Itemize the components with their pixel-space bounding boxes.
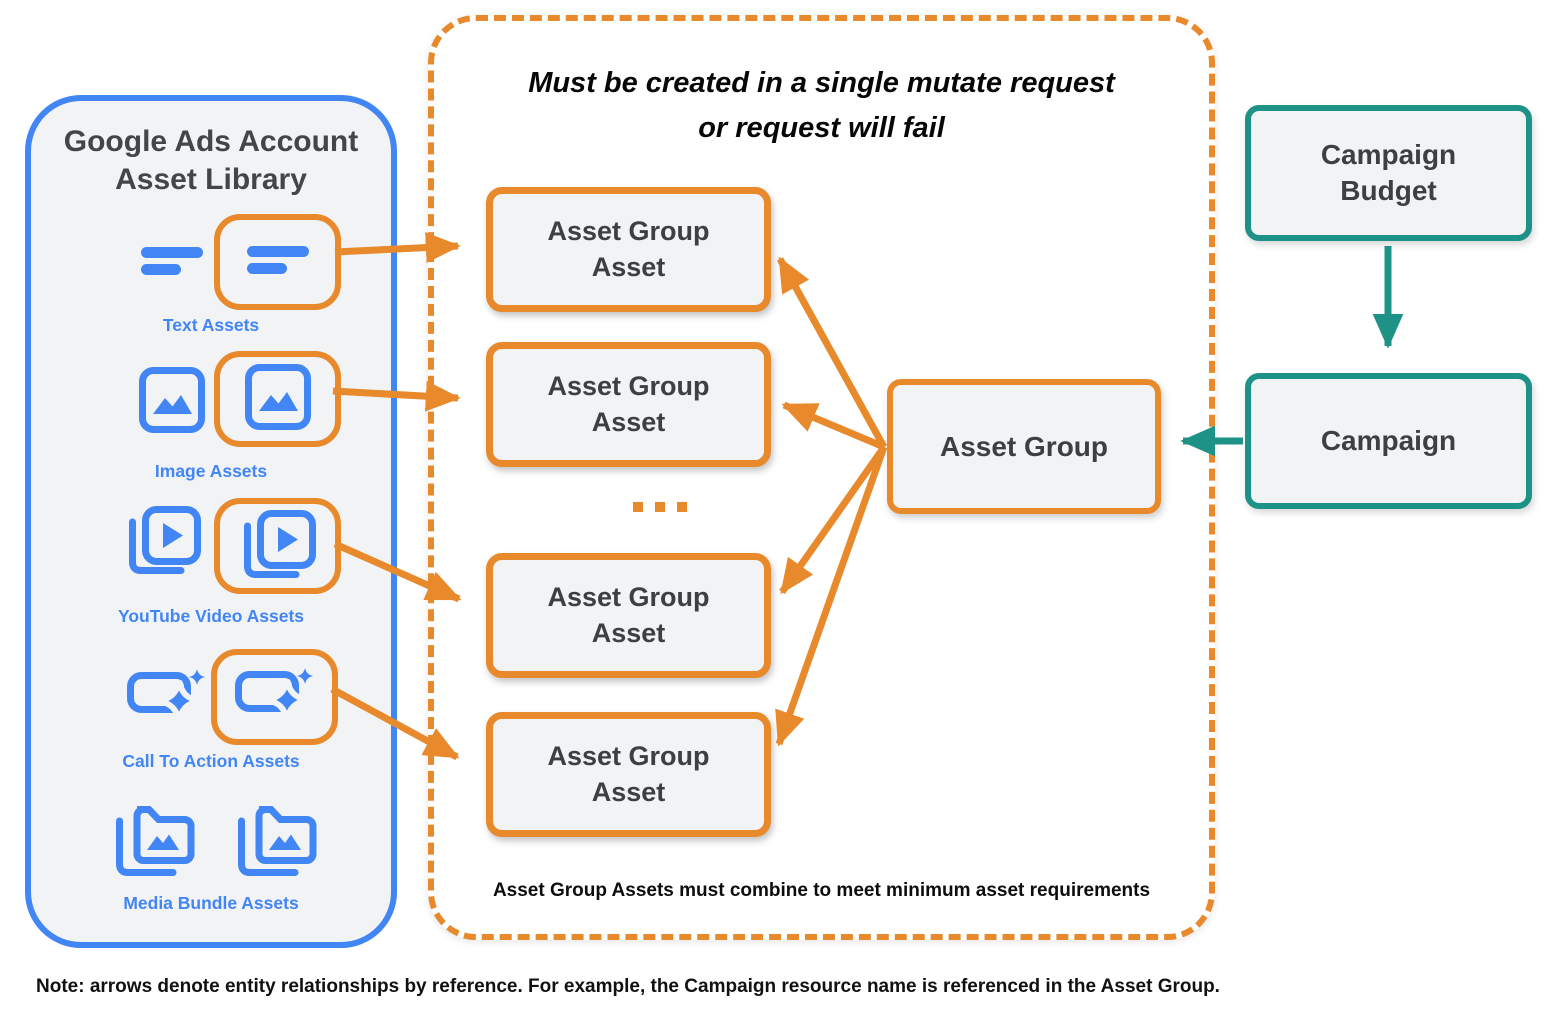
asset-group-asset-box: Asset Group Asset — [486, 553, 771, 678]
note-text: Note: arrows denote entity relationships… — [36, 976, 1220, 997]
text-asset-icon — [246, 245, 309, 279]
media-bundle-asset-icon — [111, 795, 199, 877]
youtube-video-asset-icon — [240, 510, 316, 583]
text-asset-selected-outline — [214, 214, 341, 310]
mutate-request-group: Must be created in a single mutate reque… — [428, 15, 1215, 940]
asset-row-label: YouTube Video Assets — [117, 606, 305, 626]
mutate-request-title: Must be created in a single mutate reque… — [528, 67, 1115, 144]
youtube-video-asset-selected-outline — [214, 498, 341, 594]
call-to-action-asset-icon — [127, 667, 207, 724]
text-asset-icon — [141, 247, 203, 275]
campaign-box: Campaign — [1245, 373, 1532, 509]
asset-row-label: Media Bundle Assets — [123, 893, 299, 913]
image-asset-icon — [139, 367, 205, 433]
asset-row-label: Call To Action Assets — [122, 751, 300, 771]
media-bundle-asset-icon — [233, 795, 321, 877]
asset-group-box: Asset Group — [887, 379, 1161, 514]
asset-library-title: Google Ads Account Asset Library — [63, 125, 359, 196]
asset-group-asset-box: Asset Group Asset — [486, 187, 771, 312]
call-to-action-asset-selected-outline — [211, 649, 338, 745]
mutate-footnote: Asset Group Assets must combine to meet … — [492, 880, 1151, 901]
asset-row-label: Image Assets — [154, 461, 268, 481]
asset-group-asset-box: Asset Group Asset — [486, 712, 771, 837]
asset-row-label: Text Assets — [162, 315, 260, 335]
asset-library-panel: Google Ads Account Asset Library Text As… — [25, 95, 397, 948]
image-asset-selected-outline — [214, 351, 341, 447]
image-asset-icon — [245, 364, 311, 435]
call-to-action-asset-icon — [235, 666, 315, 728]
campaign-budget-box: Campaign Budget — [1245, 105, 1532, 241]
asset-group-asset-box: Asset Group Asset — [486, 342, 771, 467]
ellipsis-icon — [633, 502, 687, 512]
youtube-video-asset-icon — [125, 506, 201, 574]
